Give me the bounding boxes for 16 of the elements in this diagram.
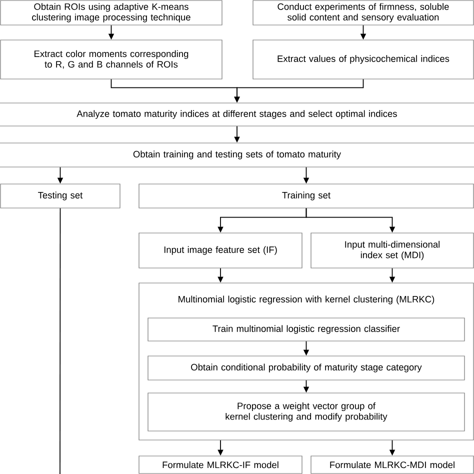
process-box: Obtain training and testing sets of tomato maturity: [0, 142, 474, 168]
step-box: Obtain conditional probability of maturity stage category: [148, 356, 465, 380]
step-box: Train multinomial logistic regression classifier: [148, 318, 465, 342]
process-box: Extract color moments corresponding to R, G and B channels of ROIs: [0, 40, 222, 80]
process-box: Obtain ROIs using adaptive K-means clustering image processing technique: [0, 0, 222, 26]
process-box: Analyze tomato maturity indices at different stages and select optimal indices: [0, 102, 474, 126]
connector-line: [60, 208, 61, 474]
process-box: Input image feature set (IF): [138, 232, 302, 268]
process-box: Testing set: [0, 184, 120, 208]
process-box: Extract values of physicochemical indices: [252, 40, 474, 80]
process-box: Formulate MLRKC-IF model: [138, 456, 302, 474]
process-box: Formulate MLRKC-MDI model: [310, 456, 474, 474]
step-box: Propose a weight vector group of kernel clustering and modify probability: [148, 392, 465, 432]
process-box: Input multi-dimensional index set (MDI): [310, 232, 474, 268]
process-box: Conduct experiments of firmness, soluble solid content and sensory evaluation: [252, 0, 474, 26]
process-box: Training set: [138, 184, 474, 208]
